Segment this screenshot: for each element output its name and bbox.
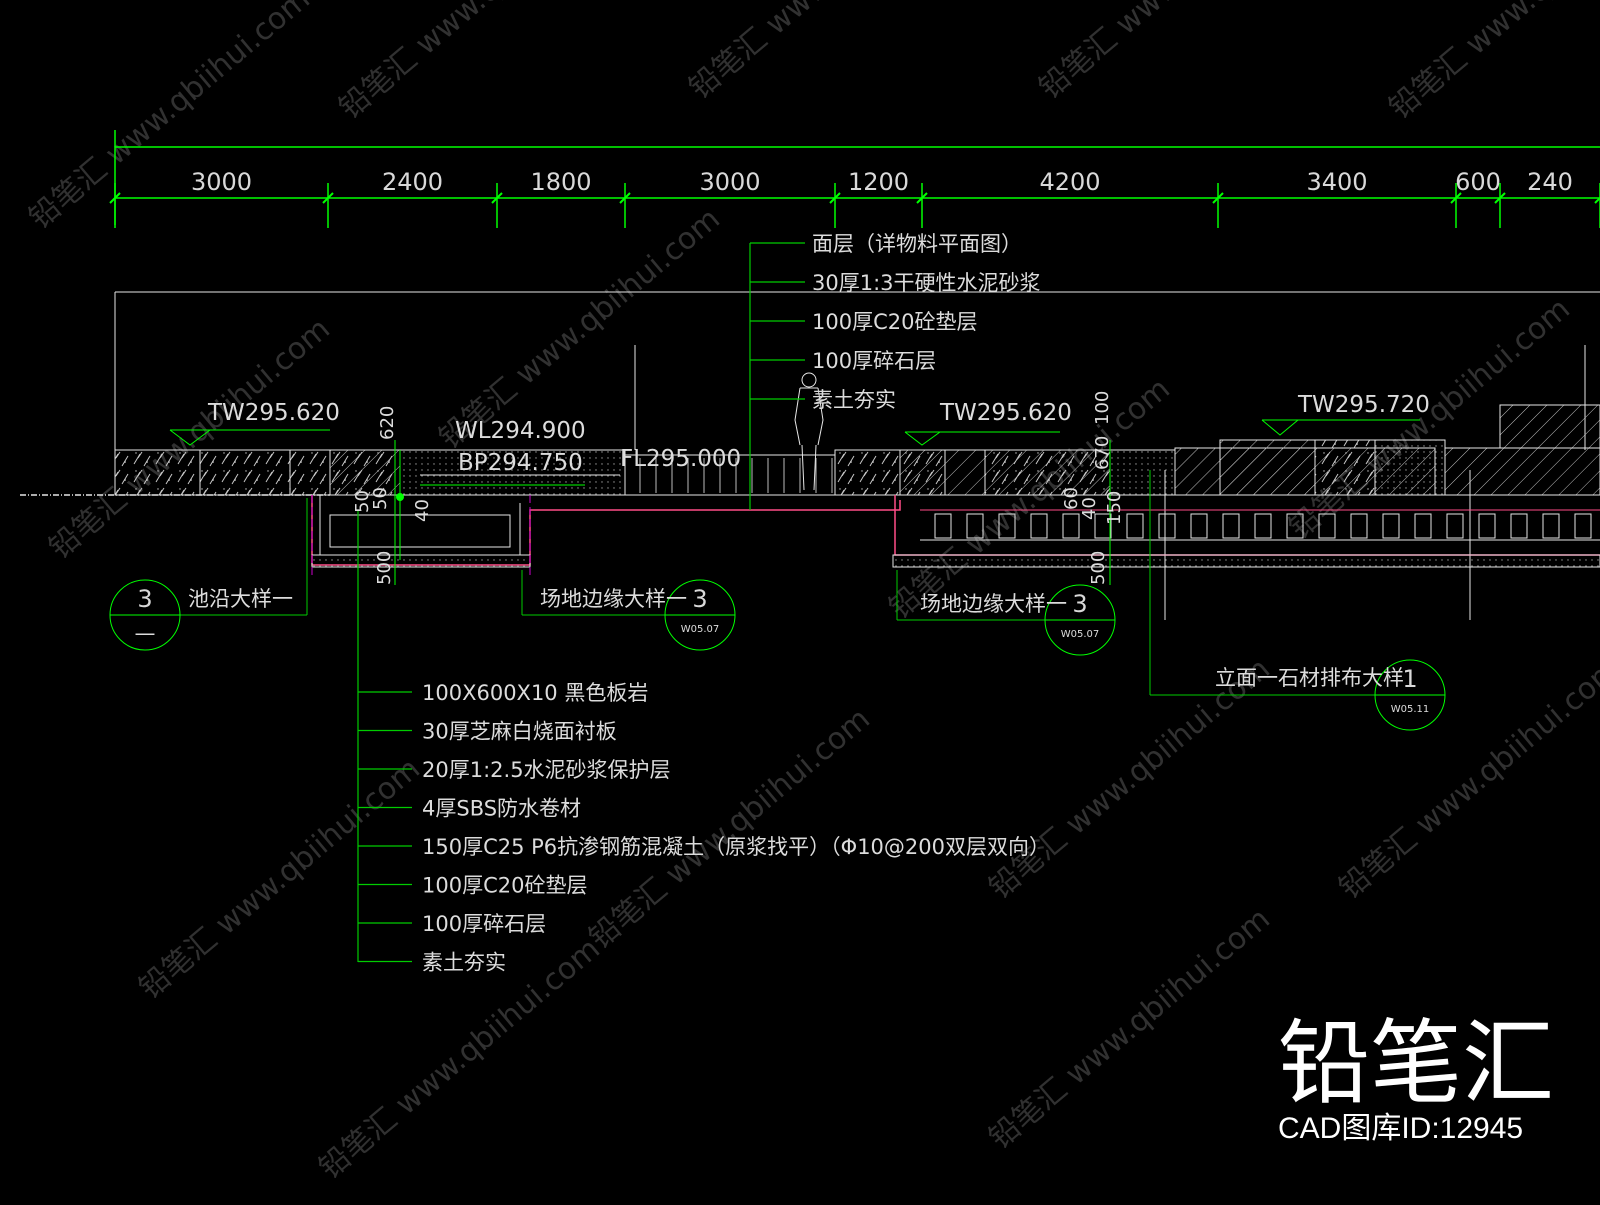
material-layer-bottom: 20厚1:2.5水泥砂浆保护层 — [422, 758, 671, 782]
dimension-label: 240 — [1527, 168, 1573, 196]
dim-500-left: 500 — [374, 551, 395, 585]
dim-500-right: 500 — [1088, 551, 1109, 585]
pond-basin-left — [311, 450, 901, 575]
logo-text: 铅笔汇 — [1278, 1010, 1554, 1117]
pond-basin-right — [892, 440, 1600, 570]
detail-ref-4-label: 立面一石材排布大样 — [1215, 666, 1404, 690]
level-fl: FL295.000 — [620, 446, 741, 472]
detail-ref-1: 池沿大样一 3 — — [109, 498, 308, 651]
detail-ref-2: 场地边缘大样一 3 W05.07 — [521, 570, 736, 651]
vertical-dimensions-right: 100 670 60 40 150 500 — [1061, 391, 1125, 585]
level-bp: BP294.750 — [458, 450, 583, 476]
watermark-text: 铅笔汇 www.qbiihui.com — [983, 901, 1277, 1156]
dimension-label: 3400 — [1306, 168, 1367, 196]
detail-ref-3: 场地边缘大样一 3 W05.07 — [896, 570, 1116, 656]
detail-ref-3-sheet: W05.07 — [1061, 629, 1100, 640]
material-layer-bottom: 100厚C20砼垫层 — [422, 874, 587, 898]
dimension-chain: 3000 2400 1800 3000 1200 4200 3400 600 240 — [109, 130, 1600, 228]
detail-ref-4-num: 1 — [1402, 665, 1417, 693]
dim-620: 620 — [377, 406, 398, 440]
paving-section — [20, 404, 1600, 496]
level-tw-mid: TW295.620 — [939, 400, 1072, 426]
material-layer-top: 素土夯实 — [812, 388, 896, 412]
vertical-dimensions-left: 620 50 50 40 500 — [352, 406, 433, 585]
level-markers: TW295.620 WL294.900 BP294.750 FL295.000 … — [169, 392, 1430, 486]
scale-figure — [794, 372, 824, 491]
material-layer-bottom: 100厚碎石层 — [422, 912, 546, 936]
dimension-label: 1800 — [530, 168, 591, 196]
dimension-label: 1200 — [848, 168, 909, 196]
material-layer-bottom: 150厚C25 P6抗渗钢筋混凝土（原浆找平）（Φ10@200双层双向） — [422, 835, 1050, 859]
material-layer-bottom: 4厚SBS防水卷材 — [422, 797, 581, 821]
dimension-label: 600 — [1455, 168, 1501, 196]
watermark-text: 铅笔汇 www.qbiihui.com — [23, 0, 317, 236]
watermark-text: 铅笔汇 www.qbiihui.com — [133, 751, 427, 1006]
dim-40: 40 — [412, 499, 433, 522]
detail-ref-1-sheet: — — [135, 621, 156, 645]
dim-50a: 50 — [352, 490, 373, 513]
watermark-text: 铅笔汇 www.qbiihui.com — [683, 0, 977, 106]
detail-ref-3-label: 场地边缘大样一 — [920, 592, 1067, 616]
detail-ref-4: 立面一石材排布大样 1 W05.11 — [1149, 470, 1446, 731]
level-wl: WL294.900 — [455, 418, 586, 444]
dim-670: 670 — [1092, 436, 1113, 470]
detail-ref-4-sheet: W05.11 — [1391, 704, 1430, 715]
material-layer-bottom: 100X600X10 黑色板岩 — [422, 681, 648, 705]
dimension-label: 2400 — [382, 168, 443, 196]
dim-100: 100 — [1092, 391, 1113, 425]
material-layer-top: 100厚C20砼垫层 — [812, 310, 977, 334]
watermark-text: 铅笔汇 www.qbiihui.com — [583, 701, 877, 956]
dimension-label: 3000 — [191, 168, 252, 196]
cad-id-label: CAD图库ID:12945 — [1278, 1112, 1523, 1145]
level-tw-right: TW295.720 — [1297, 392, 1430, 418]
dim-60: 60 — [1061, 487, 1082, 510]
material-layer-top: 30厚1:3干硬性水泥砂浆 — [812, 271, 1041, 295]
watermark-text: 铅笔汇 www.qbiihui.com — [1033, 0, 1327, 106]
detail-ref-2-num: 3 — [692, 585, 707, 613]
level-tw-left: TW295.620 — [207, 400, 340, 426]
dimension-label: 4200 — [1039, 168, 1100, 196]
dim-50b: 50 — [370, 487, 391, 510]
material-layer-top: 面层（详物料平面图） — [812, 232, 1022, 256]
dimension-label: 3000 — [699, 168, 760, 196]
material-layer-bottom: 素土夯实 — [422, 951, 506, 975]
watermark-text: 铅笔汇 www.qbiihui.com — [43, 311, 337, 566]
material-layer-bottom: 30厚芝麻白烧面衬板 — [422, 720, 617, 744]
detail-ref-1-num: 3 — [137, 585, 152, 613]
material-callout-bottom: 100X600X10 黑色板岩 30厚芝麻白烧面衬板 20厚1:2.5水泥砂浆保护层… — [357, 510, 1050, 975]
material-callout-top: 面层（详物料平面图） 30厚1:3干硬性水泥砂浆 100厚C20砼垫层 100厚碎石层… — [749, 232, 1041, 510]
dim-150: 150 — [1104, 491, 1125, 525]
detail-ref-3-num: 3 — [1072, 590, 1087, 618]
watermark-text: 铅笔汇 www.qbiihui.com — [1383, 0, 1600, 126]
watermark-text: 铅笔汇 www.qbiihui.com — [333, 0, 627, 126]
detail-ref-1-label: 池沿大样一 — [188, 587, 293, 611]
detail-ref-2-label: 场地边缘大样一 — [540, 587, 687, 611]
dim-40-right: 40 — [1079, 497, 1100, 520]
detail-ref-2-sheet: W05.07 — [681, 624, 720, 635]
material-layer-top: 100厚碎石层 — [812, 349, 936, 373]
